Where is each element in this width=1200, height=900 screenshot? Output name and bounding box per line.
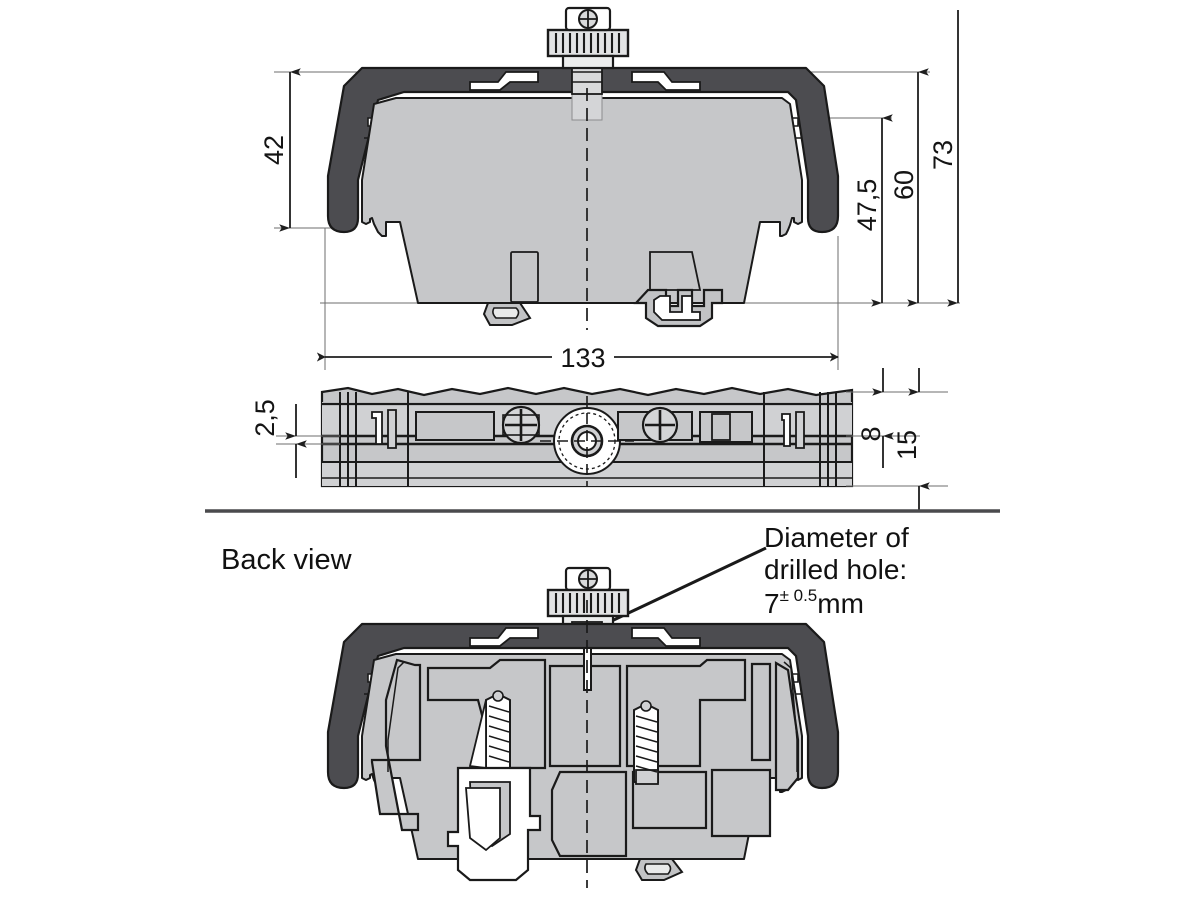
annotation-line-2: drilled hole: bbox=[764, 554, 907, 585]
annotation-value: 7 bbox=[764, 588, 780, 619]
back-view-group bbox=[326, 566, 840, 888]
dim-label-15: 15 bbox=[892, 430, 922, 460]
annotation-line-3: 7± 0.5mm bbox=[764, 586, 864, 619]
housing-body bbox=[361, 97, 803, 304]
dim-label-47-5: 47,5 bbox=[852, 179, 882, 232]
housing-outer-shell-back bbox=[326, 622, 840, 790]
front-view-group bbox=[274, 6, 960, 370]
dim-label-60: 60 bbox=[889, 170, 919, 200]
front-view-dimensions: 42 47,5 60 73 133 bbox=[259, 10, 959, 373]
din-rail-clip-tooth-back bbox=[465, 787, 501, 852]
dim-label-42: 42 bbox=[259, 135, 289, 165]
detail-trapezoid bbox=[649, 251, 702, 291]
cross-screw-icon-top bbox=[564, 6, 612, 32]
side-internal-detail bbox=[322, 392, 852, 486]
knurled-wheel-icon bbox=[540, 396, 634, 486]
housing-outer-shell bbox=[326, 66, 840, 234]
mounting-tab-slot-back bbox=[644, 863, 672, 875]
cross-screw-icon-2 bbox=[641, 406, 679, 444]
top-recess-right-back bbox=[631, 627, 701, 647]
mounting-tab-slot bbox=[492, 307, 520, 319]
dim-label-73: 73 bbox=[928, 140, 958, 170]
cross-screw-icon-1 bbox=[501, 405, 541, 445]
annotation-tolerance: ± 0.5 bbox=[780, 586, 818, 605]
screw-icon-right bbox=[633, 700, 659, 785]
top-recess-left bbox=[469, 71, 539, 91]
side-view-group bbox=[320, 386, 854, 488]
dim-label-133: 133 bbox=[560, 343, 605, 373]
annotation-line-1: Diameter of bbox=[764, 522, 909, 553]
annotation-unit: mm bbox=[817, 588, 864, 619]
side-view-dimensions: 2,5 8 15 bbox=[250, 368, 948, 510]
back-inner-edges bbox=[387, 661, 798, 772]
dim-label-2-5: 2,5 bbox=[250, 399, 280, 437]
back-view-label: Back view bbox=[221, 544, 353, 576]
cross-screw-icon-back bbox=[564, 566, 612, 592]
dim-label-8: 8 bbox=[856, 426, 886, 441]
din-rail-clip-inner bbox=[653, 295, 701, 321]
detail-rect-left bbox=[510, 251, 539, 303]
top-recess-right bbox=[631, 71, 701, 91]
top-recess-left-back bbox=[469, 627, 539, 647]
knurled-knob-icon bbox=[546, 28, 630, 70]
side-extension-lines bbox=[276, 391, 948, 487]
drilled-hole-annotation: Diameter of drilled hole: 7± 0.5mm bbox=[600, 522, 909, 628]
